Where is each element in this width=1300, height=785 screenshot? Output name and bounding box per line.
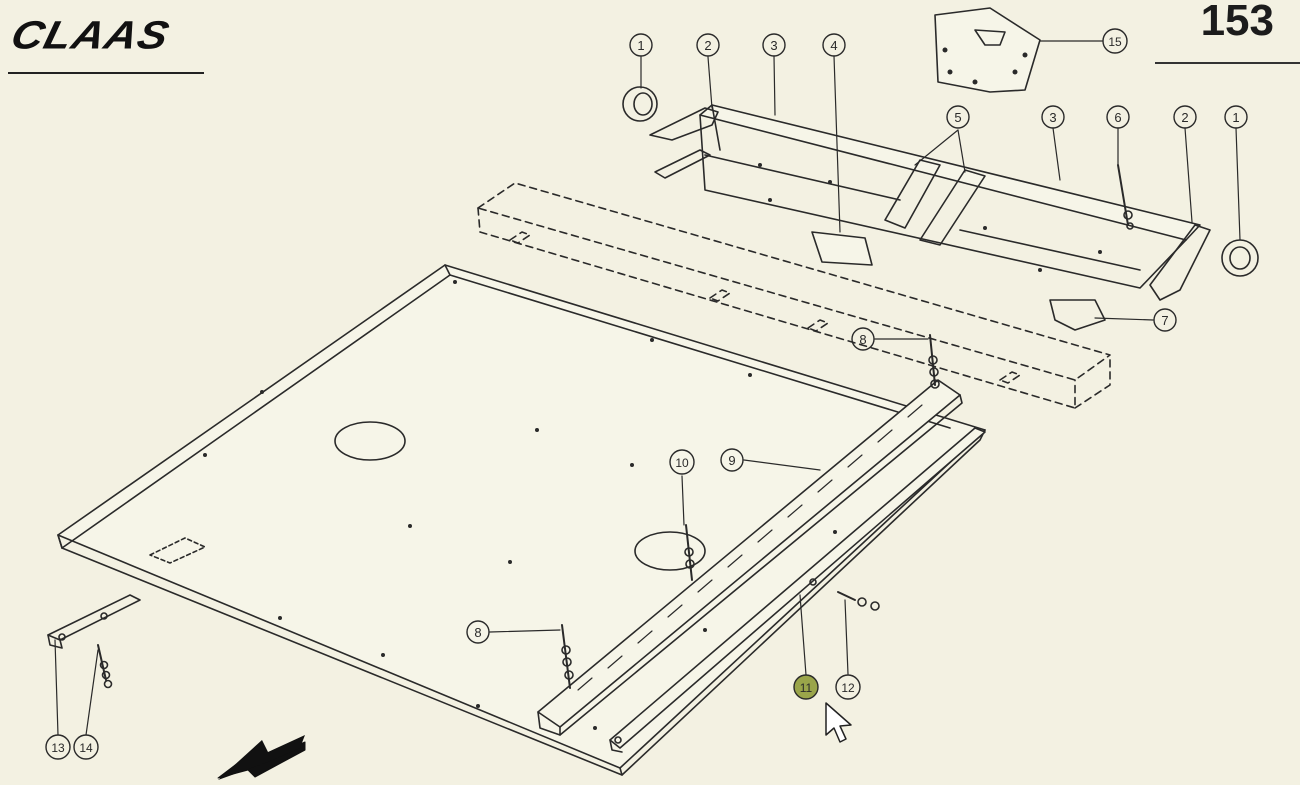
page-number: 153 [1200, 0, 1274, 45]
callout-6-label: 6 [1114, 110, 1121, 125]
callout-15: 15 [1102, 28, 1128, 54]
callout-1a: 1 [629, 33, 653, 57]
callout-4: 4 [822, 33, 846, 57]
callout-1b: 1 [1224, 105, 1248, 129]
callout-1a-label: 1 [637, 38, 644, 53]
callout-4-label: 4 [830, 38, 837, 53]
callout-2a: 2 [696, 33, 720, 57]
callout-8a-label: 8 [859, 332, 866, 347]
callout-2b: 2 [1173, 105, 1197, 129]
callout-5: 5 [946, 105, 970, 129]
side-rail [609, 427, 986, 753]
leader-lines [54, 40, 1241, 736]
page-number-underline [1155, 62, 1300, 64]
seal-right [1221, 239, 1259, 277]
callout-13-label: 13 [51, 741, 65, 755]
seal-left [622, 86, 658, 122]
upper-housing [622, 86, 1259, 331]
callout-5-label: 5 [954, 110, 961, 125]
callout-6: 6 [1106, 105, 1130, 129]
callout-7: 7 [1153, 308, 1177, 332]
floor-opening-large [334, 421, 406, 461]
callout-11-label: 11 [800, 681, 813, 695]
cover-plate [934, 7, 1041, 93]
slotted-beam [537, 379, 963, 736]
cross-member-dashed [477, 182, 1111, 409]
left-mount-strip [47, 594, 141, 649]
callout-3a-label: 3 [770, 38, 777, 53]
callout-2a-label: 2 [704, 38, 711, 53]
callout-8b: 8 [466, 620, 490, 644]
callout-9-label: 9 [728, 453, 735, 468]
callout-3b: 3 [1041, 105, 1065, 129]
callout-layer: 1 2 3 4 15 5 3 6 2 1 7 8 10 9 8 11 12 13… [45, 28, 1248, 760]
brand-underline [8, 72, 204, 74]
callout-1b-label: 1 [1232, 110, 1239, 125]
callout-3b-label: 3 [1049, 110, 1056, 125]
callout-10: 10 [669, 449, 695, 475]
callout-8b-label: 8 [474, 625, 481, 640]
callout-14: 14 [73, 734, 99, 760]
callout-12-label: 12 [841, 681, 855, 695]
callout-3a: 3 [762, 33, 786, 57]
floor-rivets [203, 280, 952, 730]
callout-2b-label: 2 [1181, 110, 1188, 125]
callout-7-label: 7 [1161, 313, 1168, 328]
callout-15-label: 15 [1108, 35, 1122, 49]
callout-10-label: 10 [675, 456, 689, 470]
callout-8a: 8 [851, 327, 875, 351]
arrow-down-left-icon [217, 735, 306, 780]
mouse-pointer-icon [825, 702, 852, 743]
fasteners [97, 334, 940, 689]
beam-slots [577, 404, 923, 691]
callout-12: 12 [835, 674, 861, 700]
callout-11: 11 [793, 674, 819, 700]
floor-opening-small [634, 531, 706, 571]
floor-plate [57, 264, 986, 776]
callout-13: 13 [45, 734, 71, 760]
callout-9: 9 [720, 448, 744, 472]
callout-14-label: 14 [79, 741, 93, 755]
